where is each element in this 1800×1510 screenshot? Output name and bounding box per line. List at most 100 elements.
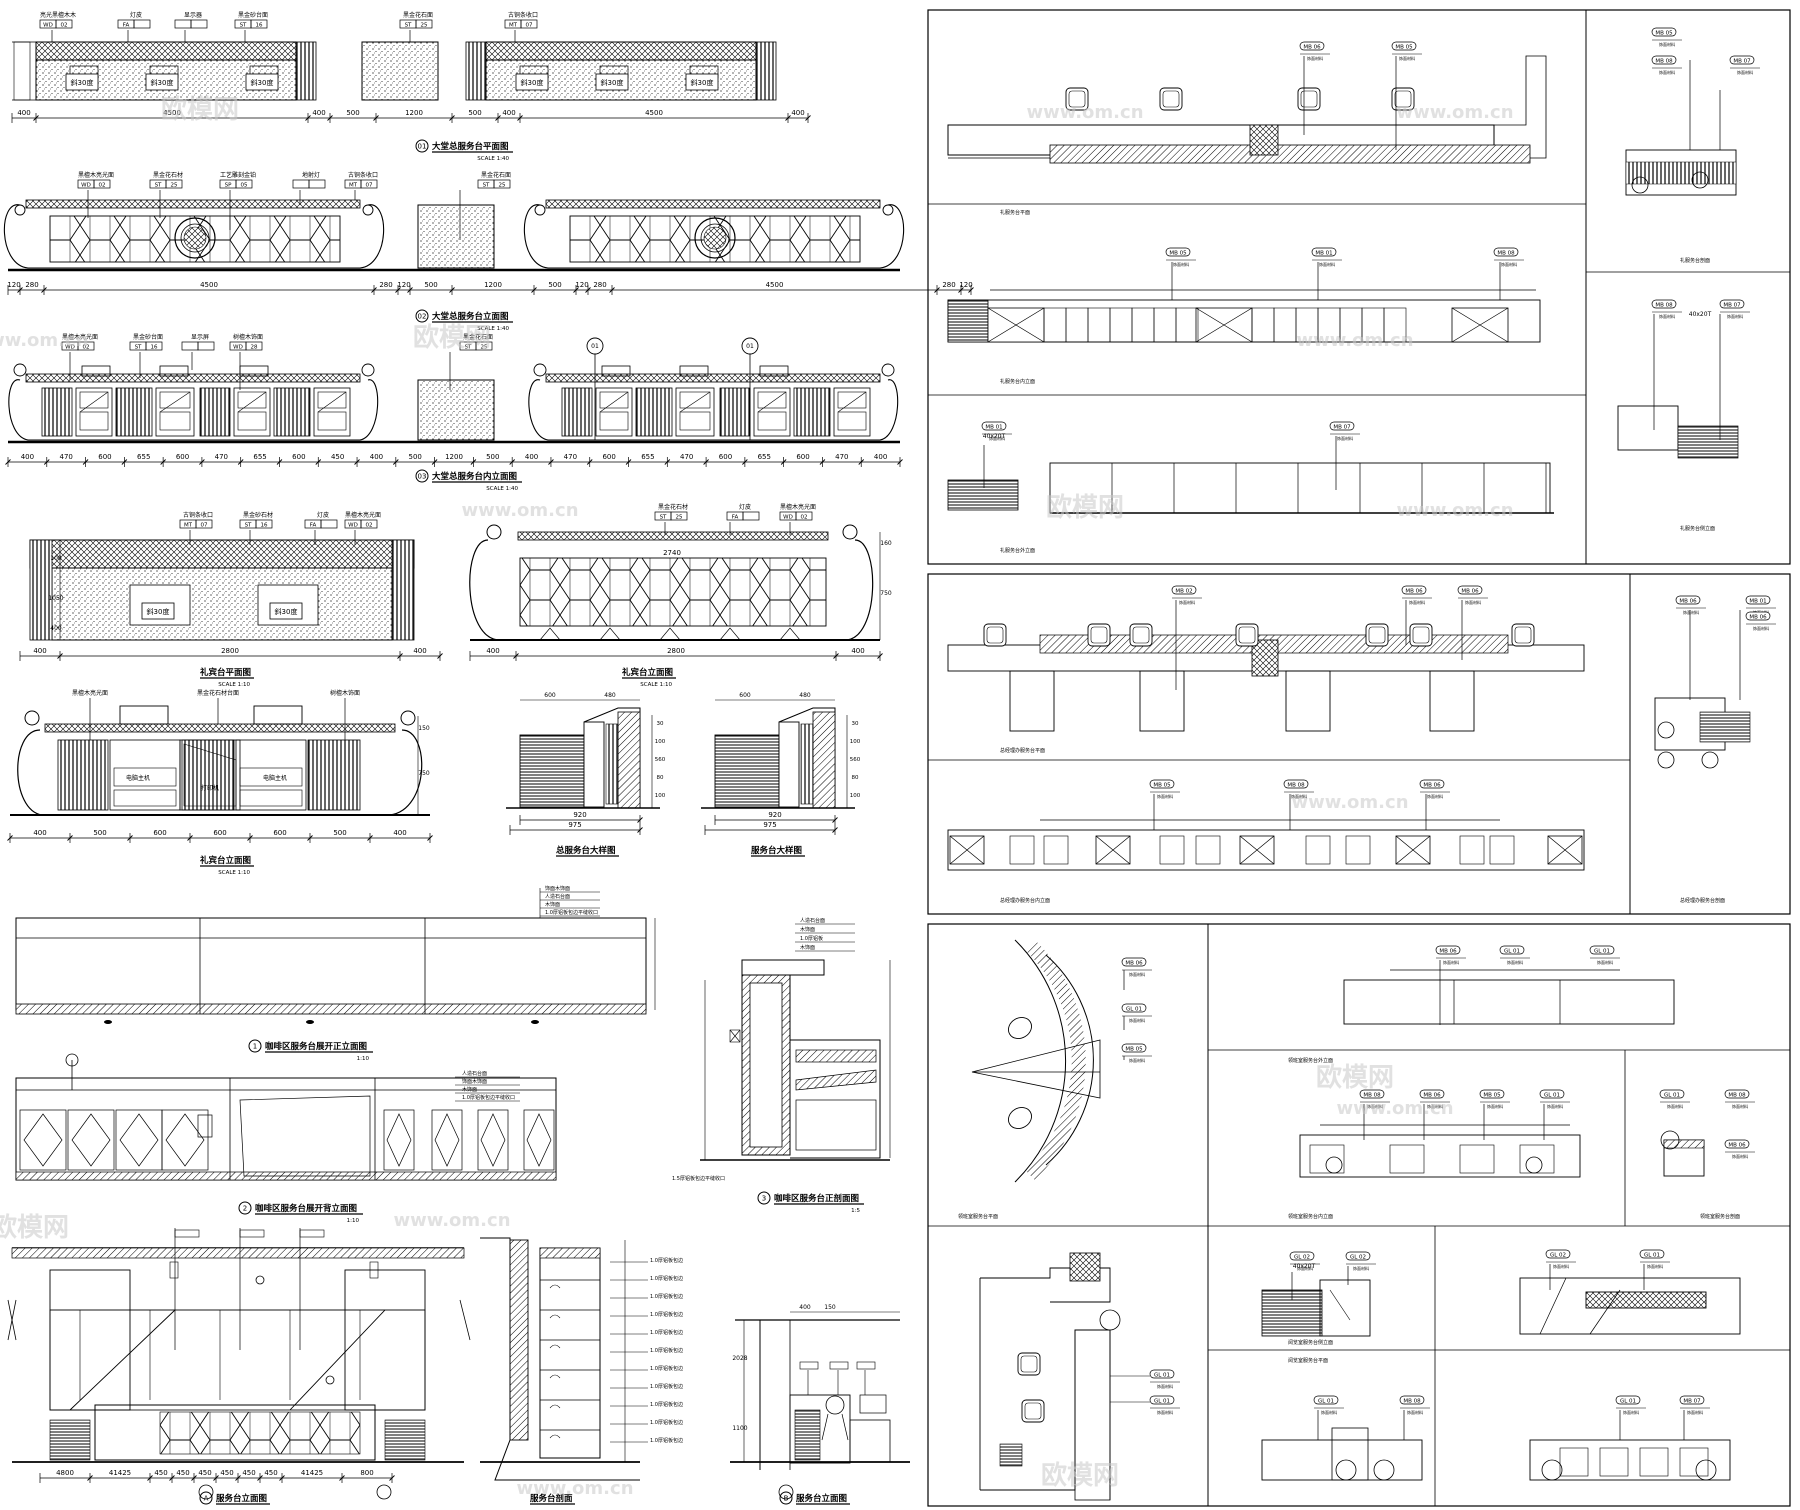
drawer <box>1175 307 1199 343</box>
tag-code: ST <box>483 183 490 189</box>
dimension-slash <box>169 1475 175 1481</box>
mb-tag-pill <box>1399 1395 1425 1405</box>
dimension-slash <box>437 653 443 659</box>
bracket <box>169 1261 179 1279</box>
detail-callout <box>1657 721 1675 739</box>
side-hatch <box>1699 711 1751 743</box>
dimension-slash <box>213 1475 219 1481</box>
stone-pillar <box>417 379 495 441</box>
cabinet-door <box>19 1109 67 1171</box>
dimension-value: 100 <box>850 739 861 745</box>
mb-tag-note: 饰面材料 <box>1659 69 1675 75</box>
mb-tag-code: MB 05 <box>1153 783 1171 789</box>
tag-num: 16 <box>151 345 158 351</box>
dimension-slash <box>307 835 313 841</box>
slatted-panel <box>199 387 231 437</box>
dimension-value: 150 <box>824 1304 836 1311</box>
dimension-slash <box>276 459 283 465</box>
dimension-slash <box>5 459 11 465</box>
title-number-circle <box>199 1491 213 1505</box>
watermark-text: 欧模网 <box>1041 1460 1119 1491</box>
tag-code: ST <box>245 523 252 529</box>
dimension-slash <box>367 835 373 841</box>
material-tag: 显示屏 <box>181 334 215 351</box>
dimension-slash <box>199 459 205 465</box>
dimension-value: 2800 <box>667 647 685 655</box>
counter-end-cap <box>295 41 317 101</box>
tag-num-box <box>320 519 338 529</box>
watermark-text: www.om.cn <box>1296 330 1413 351</box>
dimension-slash <box>780 459 787 465</box>
tag-num-box <box>55 19 73 29</box>
detail-callout <box>1691 171 1709 189</box>
path <box>434 1113 460 1167</box>
dimension-value: 470 <box>564 453 577 461</box>
dimension-value: 280 <box>942 281 955 289</box>
counter-core <box>583 721 605 808</box>
panel-label: 礼服务台外立面 <box>1000 547 1035 554</box>
mb-tag-note: 饰面材料 <box>1732 1103 1748 1109</box>
path <box>757 391 787 413</box>
carved-medallion <box>694 217 736 259</box>
drawing-title-text: 礼宾台立面图 <box>622 667 673 678</box>
path <box>159 391 191 413</box>
dimension-slash <box>531 287 537 293</box>
dimension-value: 400 <box>502 109 515 117</box>
dimension-value: 2028 <box>732 1355 747 1362</box>
tag-num-box <box>245 341 263 351</box>
slatted-panel <box>115 387 153 437</box>
dimension-slash <box>393 459 399 465</box>
mb-tag-pill <box>1435 945 1461 955</box>
material-tag-text: 黑檀木亮光面 <box>345 511 381 519</box>
drawing-title-text: 礼宾台平面图 <box>200 667 251 678</box>
chair-seat <box>1394 90 1412 108</box>
mb-tag-pill <box>1345 1251 1371 1261</box>
dimension-value: 600 <box>153 829 166 837</box>
base-hatch <box>15 1003 647 1015</box>
detail-callout <box>1660 1130 1680 1150</box>
slope-box <box>685 73 719 91</box>
dimension-value: 655 <box>758 453 771 461</box>
dimension-slash <box>664 459 671 465</box>
path <box>599 391 629 413</box>
light-symbol <box>325 1375 335 1385</box>
dimension-value: 480 <box>604 692 616 699</box>
drawer-front <box>113 789 177 807</box>
note-text: 1.0厚铝板包边 <box>650 1419 683 1426</box>
hanger <box>549 1314 561 1319</box>
dimension-value: 400 <box>393 829 406 837</box>
desk-leg <box>1009 670 1055 732</box>
mb-tag-note: 饰面材料 <box>1129 1057 1145 1063</box>
mb-tag-pill <box>1457 585 1483 595</box>
slope-label: 斜30度 <box>147 607 170 616</box>
dimension-slash <box>573 287 579 293</box>
mb-tag-note: 饰面材料 <box>1321 1409 1337 1415</box>
section-title: 服务台大样图 <box>751 845 805 857</box>
dimension-slash <box>742 459 748 465</box>
center-bay <box>179 739 241 811</box>
chair <box>1087 623 1111 647</box>
dimension-value: 120 <box>397 281 410 289</box>
material-tag-text: 古铜条收口 <box>348 171 378 179</box>
dimension-value: 470 <box>680 453 693 461</box>
dimension-value: 400 <box>21 453 34 461</box>
mb-tag-pill <box>1675 595 1701 605</box>
tag-code: ST <box>405 23 412 29</box>
door <box>1159 835 1185 865</box>
dimension-value: 600 <box>544 692 556 699</box>
tag-num: 28 <box>251 345 258 351</box>
slatted-panel <box>273 387 311 437</box>
diagonal-panel <box>69 1309 176 1411</box>
dimension-value: 450 <box>264 1469 277 1477</box>
dimension-value: 1100 <box>732 1425 747 1432</box>
dimension-value: 450 <box>154 1469 167 1477</box>
